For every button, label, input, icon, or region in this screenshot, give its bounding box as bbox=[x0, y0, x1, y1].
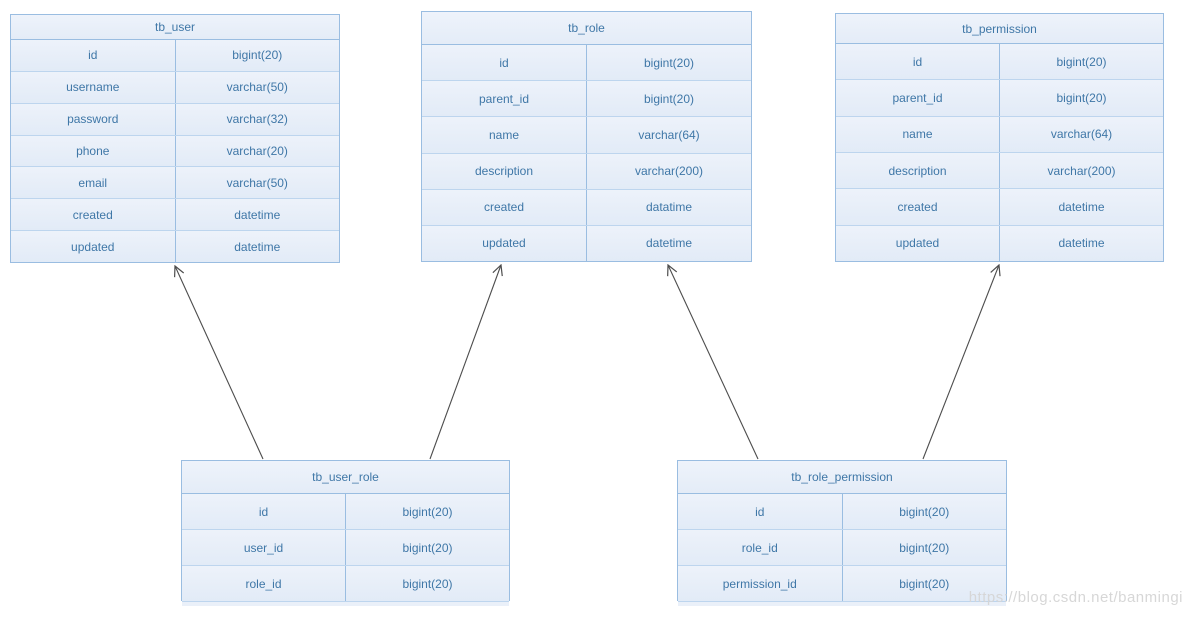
field-name: parent_id bbox=[422, 81, 587, 117]
field-name: created bbox=[836, 189, 1000, 225]
table-row: phone varchar(20) bbox=[11, 135, 339, 168]
field-type: datetime bbox=[234, 239, 281, 254]
field-name: role_id bbox=[678, 530, 843, 565]
field-type: varchar(50) bbox=[226, 80, 288, 95]
field-type: varchar(20) bbox=[226, 144, 288, 158]
field-name: email bbox=[11, 167, 176, 199]
field-name: description bbox=[836, 152, 1000, 189]
field-type: bigint(20) bbox=[899, 504, 950, 519]
field-type: varchar(32) bbox=[226, 112, 288, 127]
field-type: varchar(200) bbox=[634, 164, 704, 179]
field-name: phone bbox=[11, 135, 176, 167]
field-type: bigint(20) bbox=[1056, 90, 1107, 105]
table-row: password varchar(32) bbox=[11, 103, 339, 136]
field-type: datetime bbox=[234, 207, 281, 222]
field-type: bigint(20) bbox=[899, 540, 950, 555]
table-row: id bigint(20) bbox=[422, 45, 751, 82]
field-name: updated bbox=[836, 225, 1000, 261]
entity-table-tb_role: tb_role id bigint(20) parent_id bigint(2… bbox=[421, 11, 752, 262]
field-name: user_id bbox=[182, 530, 346, 565]
table-row: role_id bigint(20) bbox=[182, 566, 509, 602]
table-row: updated datetime bbox=[11, 231, 339, 263]
table-title: tb_role_permission bbox=[678, 461, 1006, 494]
field-type: datetime bbox=[1058, 236, 1105, 251]
field-type: bigint(20) bbox=[402, 504, 453, 519]
relationship-arrow-userrole-to-role bbox=[429, 265, 501, 460]
relationship-arrow-roleperm-to-permission bbox=[922, 265, 999, 460]
field-name: created bbox=[11, 199, 176, 231]
table-row: updated datetime bbox=[422, 225, 751, 262]
field-name: created bbox=[422, 189, 587, 225]
table-row: parent_id bigint(20) bbox=[422, 81, 751, 118]
table-row: parent_id bigint(20) bbox=[836, 80, 1163, 117]
entity-table-tb_user: tb_user id bigint(20) username varchar(5… bbox=[10, 14, 340, 263]
table-row: created datetime bbox=[836, 189, 1163, 226]
field-name: password bbox=[11, 103, 176, 135]
field-name: username bbox=[11, 71, 176, 103]
table-title: tb_user_role bbox=[182, 461, 509, 494]
field-name: id bbox=[422, 45, 587, 81]
field-name: id bbox=[11, 40, 176, 71]
field-type: varchar(50) bbox=[226, 175, 288, 190]
table-row: id bigint(20) bbox=[182, 494, 509, 530]
entity-table-tb_user_role: tb_user_role id bigint(20) user_id bigin… bbox=[181, 460, 510, 606]
entity-table-tb_role_permission: tb_role_permission id bigint(20) role_id… bbox=[677, 460, 1007, 606]
table-row: name varchar(64) bbox=[836, 116, 1163, 153]
table-row: user_id bigint(20) bbox=[182, 530, 509, 566]
entity-table-tb_permission: tb_permission id bigint(20) parent_id bi… bbox=[835, 13, 1164, 262]
field-type: varchar(64) bbox=[1050, 127, 1113, 142]
field-name: name bbox=[422, 117, 587, 153]
field-name: permission_id bbox=[678, 566, 843, 601]
csdn-watermark: https://blog.csdn.net/banmingi bbox=[968, 589, 1183, 606]
field-name: role_id bbox=[182, 566, 346, 601]
field-type: bigint(20) bbox=[643, 55, 695, 70]
table-cut-edge bbox=[678, 602, 1006, 606]
field-type: datetime bbox=[1058, 199, 1105, 214]
field-type: bigint(20) bbox=[402, 576, 453, 591]
field-name: id bbox=[678, 494, 843, 529]
field-name: parent_id bbox=[836, 80, 1000, 116]
table-row: created datetime bbox=[11, 199, 339, 232]
table-row: email varchar(50) bbox=[11, 167, 339, 200]
field-type: datatime bbox=[645, 200, 693, 215]
field-name: description bbox=[422, 153, 587, 189]
table-title: tb_role bbox=[422, 12, 751, 45]
relationship-arrow-roleperm-to-role bbox=[668, 265, 759, 460]
table-row: description varchar(200) bbox=[422, 153, 751, 190]
field-name: id bbox=[836, 44, 1000, 80]
field-type: bigint(20) bbox=[1056, 54, 1107, 69]
field-type: varchar(200) bbox=[1047, 163, 1116, 178]
table-row: name varchar(64) bbox=[422, 117, 751, 154]
field-type: bigint(20) bbox=[643, 91, 695, 106]
field-type: varchar(64) bbox=[638, 127, 700, 142]
table-cut-edge bbox=[182, 602, 509, 606]
field-type: bigint(20) bbox=[899, 576, 950, 591]
table-row: permission_id bigint(20) bbox=[678, 566, 1006, 602]
table-row: description varchar(200) bbox=[836, 152, 1163, 190]
table-row: updated datetime bbox=[836, 225, 1163, 261]
table-row: username varchar(50) bbox=[11, 71, 339, 104]
table-title: tb_permission bbox=[836, 14, 1163, 44]
field-type: bigint(20) bbox=[232, 48, 283, 63]
table-row: created datatime bbox=[422, 189, 751, 226]
table-row: id bigint(20) bbox=[11, 40, 339, 72]
table-row: id bigint(20) bbox=[678, 494, 1006, 530]
table-title: tb_user bbox=[11, 15, 339, 40]
relationship-arrow-userrole-to-user bbox=[175, 266, 264, 460]
field-name: updated bbox=[11, 231, 176, 263]
table-row: id bigint(20) bbox=[836, 44, 1163, 81]
table-row: role_id bigint(20) bbox=[678, 530, 1006, 566]
field-name: updated bbox=[422, 225, 587, 262]
field-name: name bbox=[836, 116, 1000, 152]
field-type: datetime bbox=[645, 236, 693, 251]
field-type: bigint(20) bbox=[402, 540, 453, 555]
field-name: id bbox=[182, 494, 346, 529]
